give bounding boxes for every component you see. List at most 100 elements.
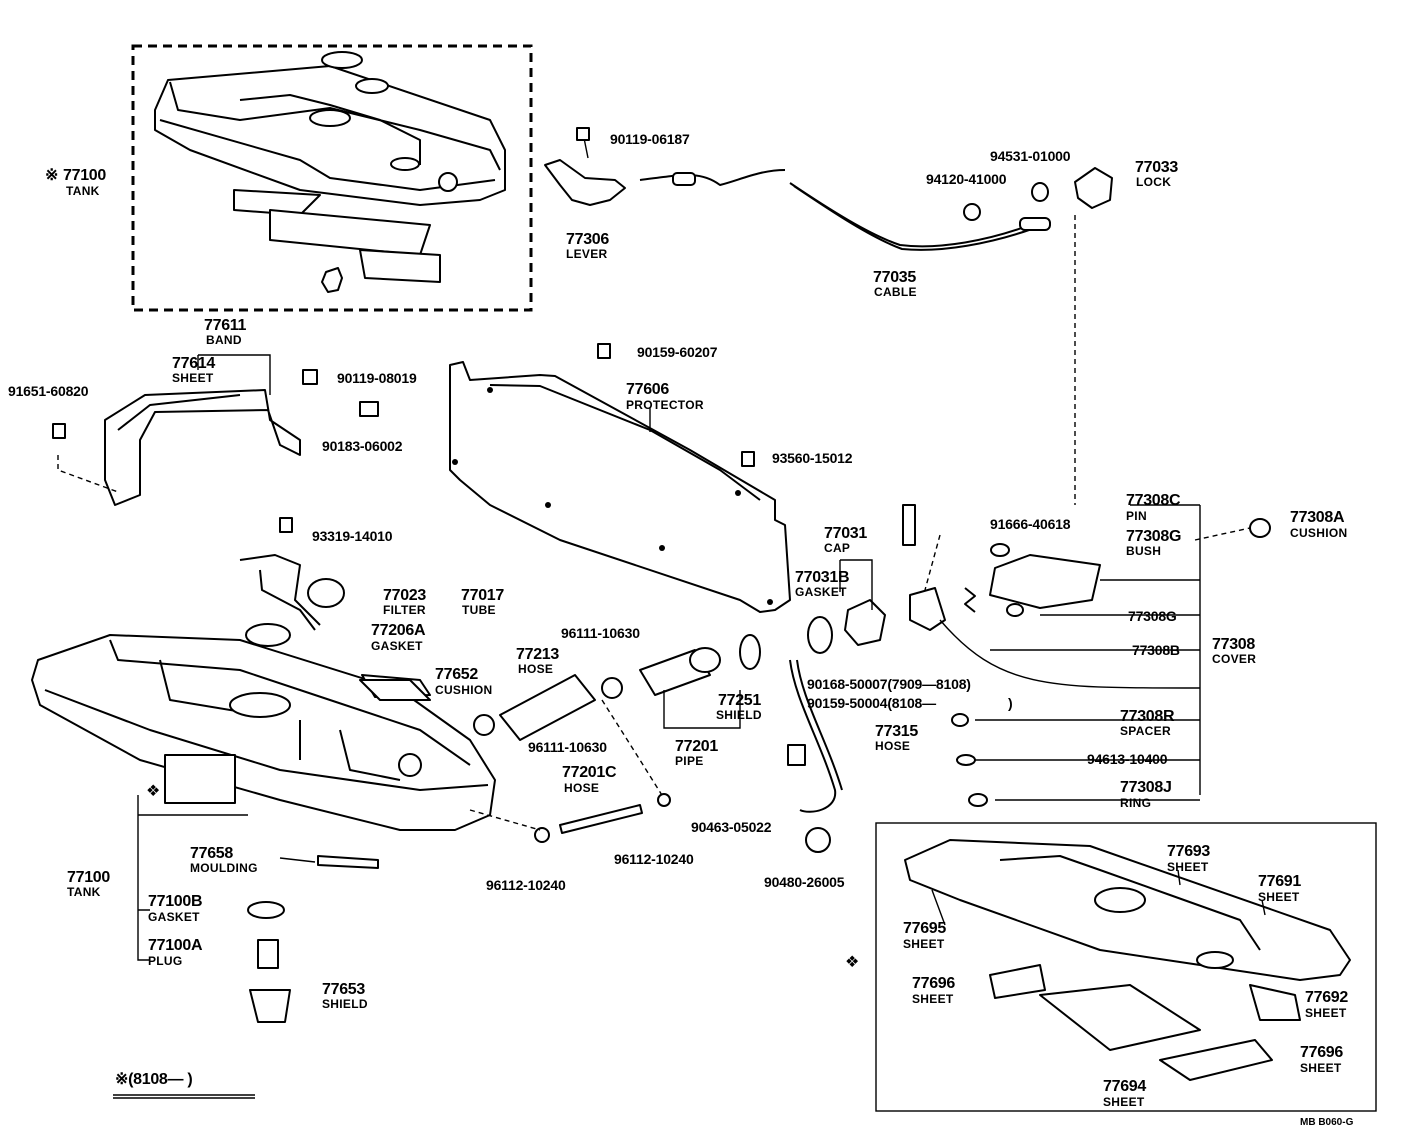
label-shield-77653: SHIELD: [322, 997, 368, 1011]
label-sheet-77692: SHEET: [1305, 1006, 1347, 1020]
label-77100a: 77100A: [148, 937, 203, 954]
label-77031: 77031: [824, 525, 867, 542]
diamond-mark-right: ❖: [845, 954, 860, 971]
label-96112-10240-left: 96112-10240: [486, 877, 566, 893]
upper-tank-drawing: [154, 51, 506, 293]
label-94120-41000: 94120-41000: [926, 171, 1007, 187]
label-90463-05022: 90463-05022: [691, 819, 772, 835]
label-cap: CAP: [824, 541, 851, 555]
label-ring: RING: [1120, 796, 1152, 810]
filter-tube-gasket: [239, 517, 431, 701]
label-gasket-77031b: GASKET: [795, 585, 847, 599]
label-shield-77251: SHIELD: [716, 708, 762, 722]
label-77201: 77201: [675, 738, 718, 755]
label-sheet-77695: SHEET: [903, 937, 945, 951]
label-77308r: 77308R: [1120, 708, 1175, 725]
label-77251: 77251: [718, 692, 761, 709]
label-77652: 77652: [435, 666, 478, 683]
label-pin: PIN: [1126, 509, 1147, 523]
label-77658: 77658: [190, 845, 233, 862]
label-90119-06187: 90119-06187: [610, 131, 690, 147]
label-77023: 77023: [383, 587, 426, 604]
label-bush: BUSH: [1126, 544, 1162, 558]
label-filter: FILTER: [383, 603, 426, 617]
diamond-mark-left: ❖: [146, 783, 161, 800]
label-77035: 77035: [873, 269, 916, 286]
label-77693: 77693: [1167, 843, 1210, 860]
upper-tank-dashed-box: [131, 44, 533, 312]
label-hose-77315: HOSE: [875, 739, 911, 753]
sheets-drawing: [904, 839, 1351, 1081]
label-77692: 77692: [1305, 989, 1348, 1006]
label-spacer: SPACER: [1120, 724, 1171, 738]
label-plug: PLUG: [148, 954, 183, 968]
label-77206a: 77206A: [371, 622, 426, 639]
label-77017: 77017: [461, 587, 504, 604]
label-77308g: 77308G: [1128, 608, 1177, 624]
label-upper-tank-star: ※: [45, 167, 59, 184]
label-94613-10400: 94613-10400: [1087, 751, 1168, 767]
label-77653: 77653: [322, 981, 365, 998]
label-77100b: 77100B: [148, 893, 203, 910]
label-77695: 77695: [903, 920, 946, 937]
lever-and-cable: [544, 127, 1113, 505]
label-90159-60207: 90159-60207: [637, 344, 718, 360]
label-sheet-77696-left: SHEET: [912, 992, 954, 1006]
label-77308b: 77308B: [1132, 642, 1180, 658]
label-cushion-77652: CUSHION: [435, 683, 493, 697]
label-94531-01000: 94531-01000: [990, 148, 1071, 164]
label-cushion-77308a: CUSHION: [1290, 526, 1348, 540]
label-77308c: 77308C: [1126, 492, 1181, 509]
label-lever: LEVER: [566, 247, 608, 261]
label-sheet-77693: SHEET: [1167, 860, 1209, 874]
label-pipe: PIPE: [675, 754, 704, 768]
label-96111-10630-top: 96111-10630: [561, 625, 640, 641]
label-sheet-77696-right: SHEET: [1300, 1061, 1342, 1075]
label-77213: 77213: [516, 646, 559, 663]
label-91651-60820: 91651-60820: [8, 383, 89, 399]
footnote-date-range: ※(8108— ): [115, 1071, 193, 1088]
diagram-code: MB B060-G: [1300, 1117, 1354, 1128]
label-96111-10630-bottom: 96111-10630: [528, 739, 607, 755]
label-77308: 77308: [1212, 636, 1255, 653]
label-gasket-77206a: GASKET: [371, 639, 423, 653]
label-77315: 77315: [875, 723, 918, 740]
label-sheet-77694: SHEET: [1103, 1095, 1145, 1109]
label-hose-77201c: HOSE: [564, 781, 600, 795]
label-77100-lower: 77100: [67, 869, 110, 886]
label-tank-upper-name: TANK: [66, 184, 100, 198]
label-93560-15012: 93560-15012: [772, 450, 853, 466]
hoses-and-pipe: [473, 559, 886, 853]
label-77606: 77606: [626, 381, 669, 398]
label-cable: CABLE: [874, 285, 917, 299]
label-hose-77213: HOSE: [518, 662, 554, 676]
label-77694: 77694: [1103, 1078, 1146, 1095]
cover-assembly: [902, 504, 1271, 807]
label-lock: LOCK: [1136, 175, 1172, 189]
label-moulding: MOULDING: [190, 861, 258, 875]
label-tube: TUBE: [462, 603, 496, 617]
label-77691: 77691: [1258, 873, 1301, 890]
label-77201c: 77201C: [562, 764, 617, 781]
label-93319-14010: 93319-14010: [312, 528, 393, 544]
label-90480-26005: 90480-26005: [764, 874, 845, 890]
label-77308a: 77308A: [1290, 509, 1345, 526]
label-protector: PROTECTOR: [626, 398, 704, 412]
label-77696-left: 77696: [912, 975, 955, 992]
label-77100-upper: 77100: [63, 167, 106, 184]
sheets-box: [875, 822, 1377, 1112]
label-77033: 77033: [1135, 159, 1178, 176]
label-96112-10240-right: 96112-10240: [614, 851, 694, 867]
protector-panel: [449, 343, 791, 613]
band-and-sheet: [52, 354, 379, 506]
label-91666-40618: 91666-40618: [990, 516, 1071, 532]
label-77696-right: 77696: [1300, 1044, 1343, 1061]
label-90168-50007: 90168-50007(7909—8108): [807, 676, 971, 692]
label-sheet-77691: SHEET: [1258, 890, 1300, 904]
label-77614: 77614: [172, 355, 215, 372]
label-cover: COVER: [1212, 652, 1257, 666]
lower-tank-callouts: [113, 795, 379, 1099]
label-band: BAND: [206, 333, 242, 347]
